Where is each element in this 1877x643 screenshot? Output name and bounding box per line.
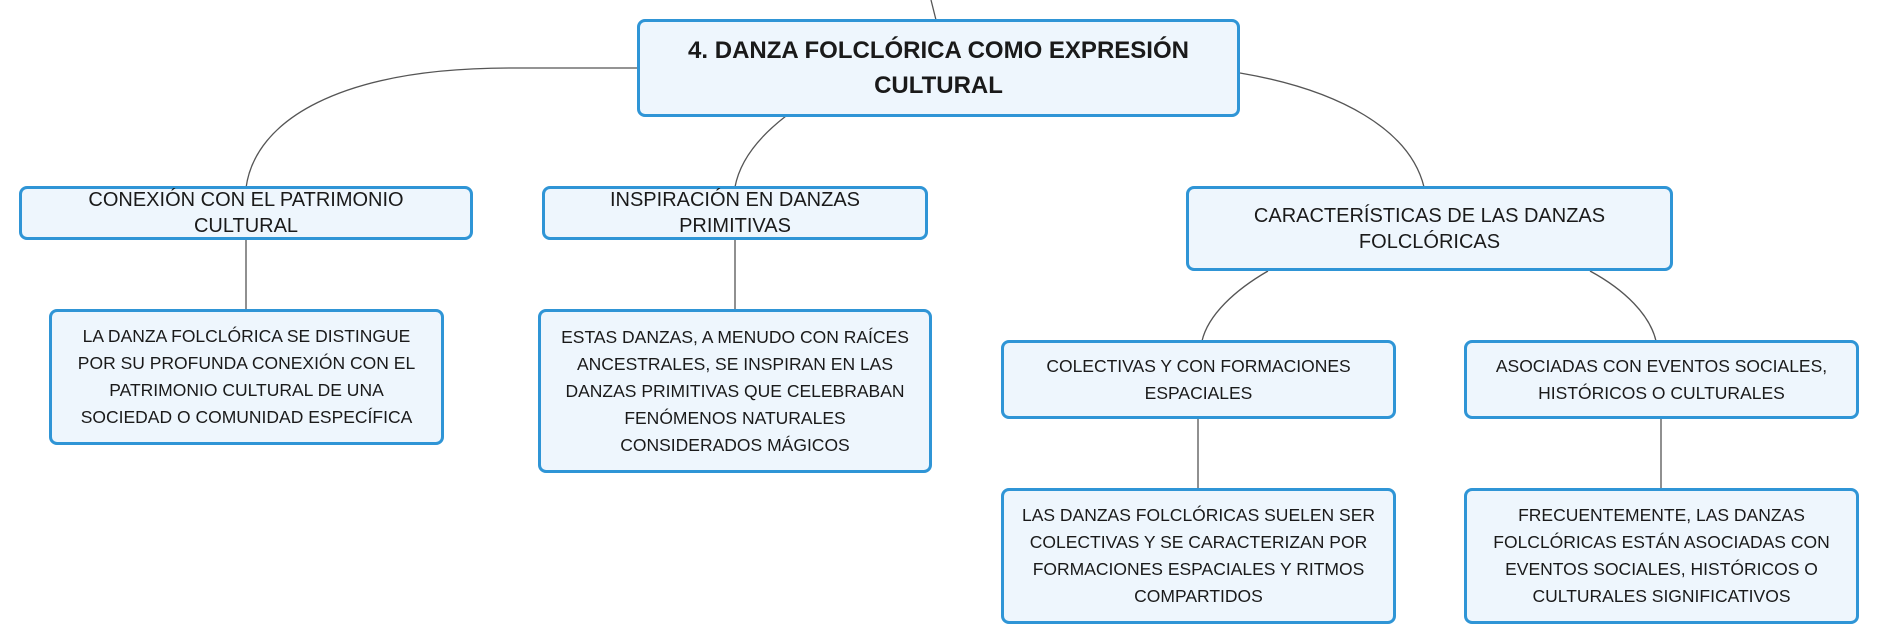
subtopic-label: COLECTIVAS Y CON FORMACIONES ESPACIALES [1046,355,1351,403]
detail-colectivas[interactable]: LAS DANZAS FOLCLÓRICAS SUELEN SER COLECT… [1001,488,1396,624]
subtopic-colectivas[interactable]: COLECTIVAS Y CON FORMACIONES ESPACIALES [1001,340,1396,419]
subtopic-label: ASOCIADAS CON EVENTOS SOCIALES, HISTÓRIC… [1495,355,1828,403]
detail-text: ESTAS DANZAS, A MENUDO CON RAÍCES ANCEST… [561,326,909,455]
detail-asociadas[interactable]: FRECUENTEMENTE, LAS DANZAS FOLCLÓRICAS E… [1464,488,1859,624]
detail-text: FRECUENTEMENTE, LAS DANZAS FOLCLÓRICAS E… [1493,505,1830,606]
root-topic-node[interactable]: 4. DANZA FOLCLÓRICA COMO EXPRESIÓN CULTU… [637,19,1240,117]
detail-text: LA DANZA FOLCLÓRICA SE DISTINGUE POR SU … [77,326,416,427]
detail-patrimonio-cultural[interactable]: LA DANZA FOLCLÓRICA SE DISTINGUE POR SU … [49,309,444,445]
topic-danzas-primitivas[interactable]: INSPIRACIÓN EN DANZAS PRIMITIVAS [542,186,928,240]
connector-caracteristicas-to-colectivas [1201,270,1269,342]
connector-root-to-caracteristicas [1239,72,1425,188]
connector-caracteristicas-to-asociadas [1589,270,1657,342]
topic-label: INSPIRACIÓN EN DANZAS PRIMITIVAS [609,189,861,237]
detail-text: LAS DANZAS FOLCLÓRICAS SUELEN SER COLECT… [1021,505,1376,606]
topic-patrimonio-cultural[interactable]: CONEXIÓN CON EL PATRIMONIO CULTURAL [19,186,473,240]
topic-caracteristicas[interactable]: CARACTERÍSTICAS DE LAS DANZAS FOLCLÓRICA… [1186,186,1673,271]
topic-label: CARACTERÍSTICAS DE LAS DANZAS FOLCLÓRICA… [1253,204,1606,253]
subtopic-asociadas[interactable]: ASOCIADAS CON EVENTOS SOCIALES, HISTÓRIC… [1464,340,1859,419]
connector-root-to-patrimonio [245,67,640,189]
topic-label: CONEXIÓN CON EL PATRIMONIO CULTURAL [88,189,404,237]
detail-danzas-primitivas[interactable]: ESTAS DANZAS, A MENUDO CON RAÍCES ANCEST… [538,309,932,473]
connector-from-parent [930,0,937,21]
root-topic-label: 4. DANZA FOLCLÓRICA COMO EXPRESIÓN CULTU… [688,37,1189,99]
connector-root-to-primitivas [734,115,787,188]
